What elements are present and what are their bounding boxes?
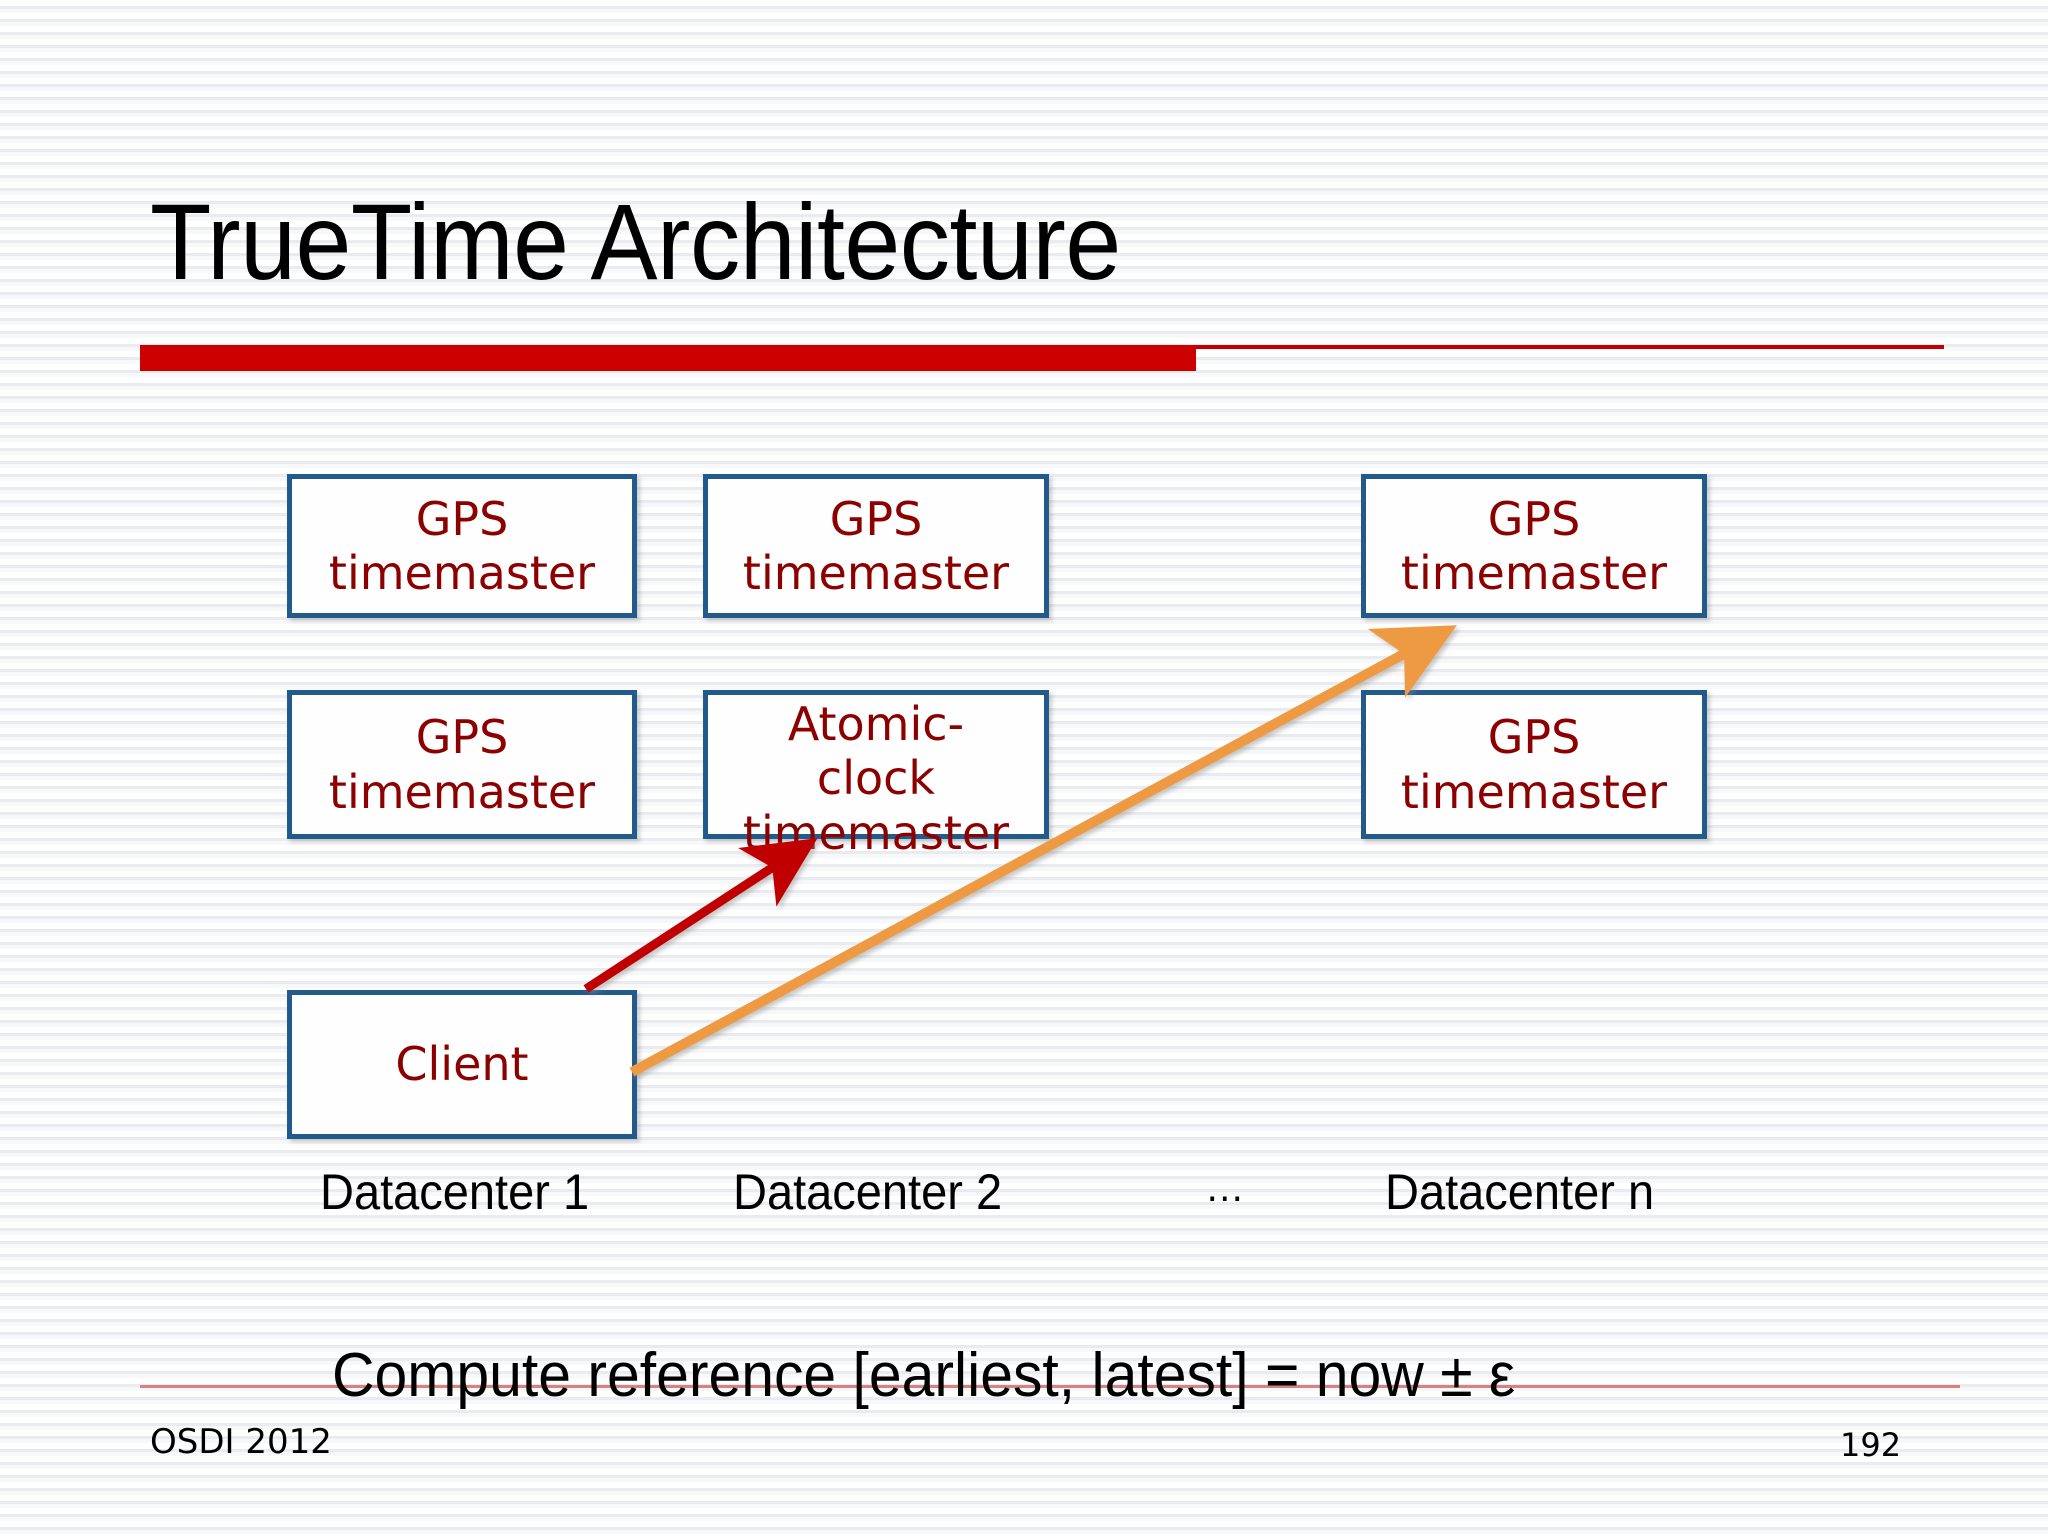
node-gps-timemaster-5[interactable]: GPS timemaster <box>1361 690 1707 839</box>
datacenter-label-n: Datacenter n <box>1385 1164 1655 1220</box>
node-gps-timemaster-3[interactable]: GPS timemaster <box>1361 474 1707 618</box>
node-gps-timemaster-2[interactable]: GPS timemaster <box>703 474 1049 618</box>
title-rule-thin <box>1196 345 1944 349</box>
node-atomic-clock-timemaster[interactable]: Atomic- clock timemaster <box>703 690 1049 860</box>
title-rule-thick <box>140 345 1196 371</box>
datacenter-label-2: Datacenter 2 <box>733 1164 1003 1220</box>
node-gps-timemaster-4[interactable]: GPS timemaster <box>287 690 637 839</box>
caption-text: Compute reference [earliest, latest] = n… <box>332 1341 1516 1410</box>
footer-conference-label: OSDI 2012 <box>150 1422 332 1462</box>
node-gps-timemaster-1[interactable]: GPS timemaster <box>287 474 637 618</box>
caption-rule <box>140 1385 1960 1388</box>
footer-page-number: 192 <box>1840 1426 1902 1464</box>
datacenter-label-ellipsis: … <box>1205 1163 1245 1210</box>
page-title: TrueTime Architecture <box>150 181 1121 302</box>
datacenter-label-1: Datacenter 1 <box>320 1164 590 1220</box>
node-client[interactable]: Client <box>287 990 637 1139</box>
arrow-client-to-atomic-clock <box>583 838 818 993</box>
